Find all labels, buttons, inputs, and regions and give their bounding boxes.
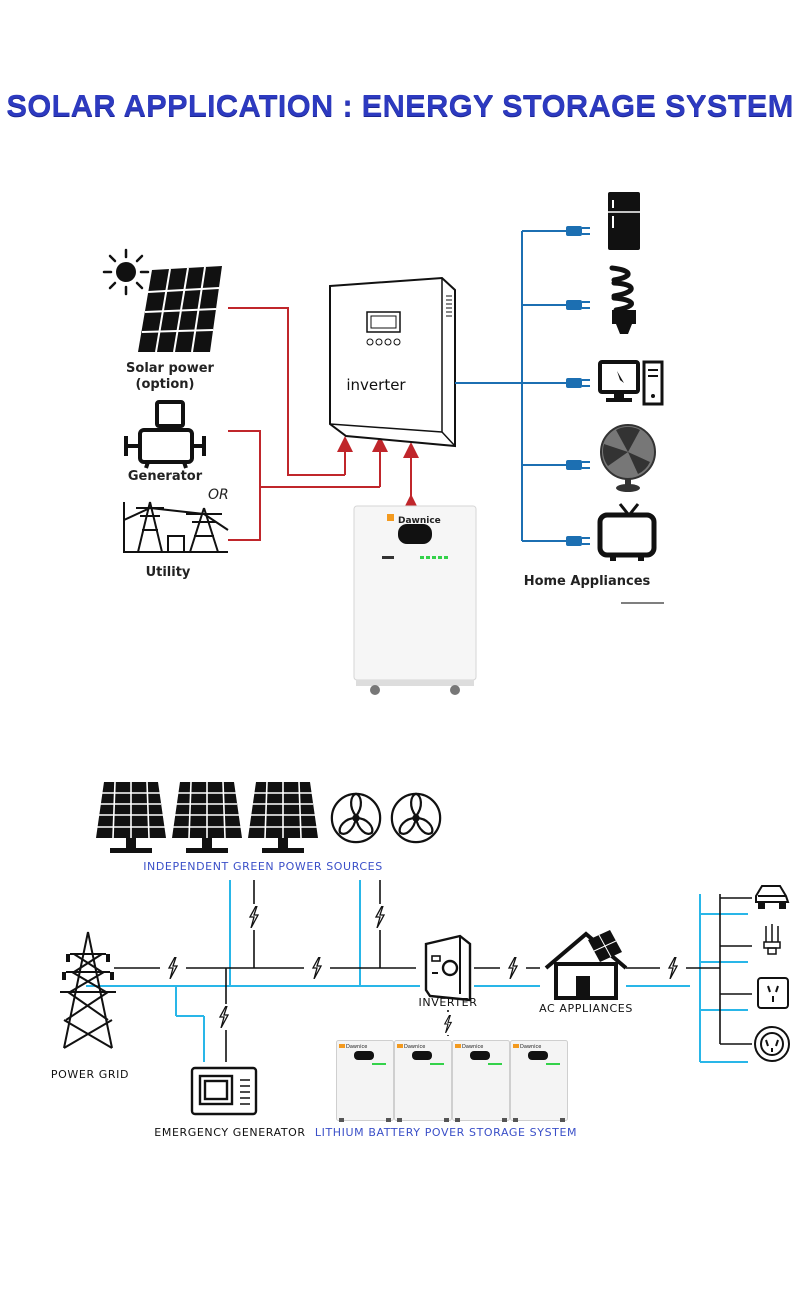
generator-label: Generator	[128, 469, 203, 484]
battery-icon	[510, 1040, 568, 1122]
fan-icon	[600, 424, 656, 492]
page-title: SOLAR APPLICATION : ENERGY STORAGE SYSTE…	[6, 88, 794, 123]
generator-icon	[190, 1066, 258, 1116]
solar-panel-icon	[96, 782, 318, 854]
battery-brand: Dawnice	[346, 1044, 367, 1050]
fridge-icon	[608, 192, 640, 250]
pylon-icon	[60, 931, 116, 1049]
tv-icon	[597, 503, 657, 561]
solar-label: Solar power	[126, 361, 215, 376]
battery-brand: Dawnice	[404, 1044, 425, 1050]
utility-label: Utility	[146, 565, 191, 580]
battery-brand: Dawnice	[520, 1044, 541, 1050]
generator-icon	[124, 400, 206, 469]
or-label: OR	[208, 487, 229, 503]
grid-label: POWER GRID	[51, 1068, 129, 1081]
wind-turbine-icon	[330, 792, 442, 844]
ac-appliances-label: AC APPLIANCES	[539, 1002, 633, 1015]
battery-icon	[394, 1040, 452, 1122]
battery-icon	[452, 1040, 510, 1122]
inverter-caption: INVERTER	[419, 996, 478, 1009]
sources-label: INDEPENDENT GREEN POWER SOURCES	[143, 860, 383, 873]
output-lines	[455, 230, 560, 542]
ac-input-lines	[228, 307, 419, 541]
inverter-icon	[424, 934, 472, 1002]
car-icon	[755, 885, 790, 909]
inverter-icon	[329, 276, 456, 448]
battery-brand: Dawnice	[398, 516, 441, 526]
inverter-label: inverter	[346, 376, 406, 394]
utility-tower-icon	[123, 501, 229, 553]
bulb-icon	[763, 924, 781, 955]
battery-icon	[336, 1040, 394, 1122]
socket-icon	[757, 977, 789, 1009]
battery-brand: Dawnice	[462, 1044, 483, 1050]
solar-option-label: (option)	[136, 377, 195, 392]
solar-panel-icon	[138, 266, 222, 353]
computer-icon	[598, 360, 664, 406]
socket-icon	[754, 1026, 790, 1062]
lightning-icon	[160, 904, 686, 1034]
battery-bank	[336, 1040, 568, 1122]
house-icon	[544, 930, 628, 1000]
appliances-label: Home Appliances	[524, 574, 651, 589]
battery-icon	[353, 505, 477, 695]
bulb-icon	[609, 265, 636, 334]
sun-icon	[102, 248, 150, 296]
storage-label: LITHIUM BATTERY POVER STORAGE SYSTEM	[315, 1126, 577, 1139]
emergency-generator-label: EMERGENCY GENERATOR	[154, 1126, 305, 1139]
